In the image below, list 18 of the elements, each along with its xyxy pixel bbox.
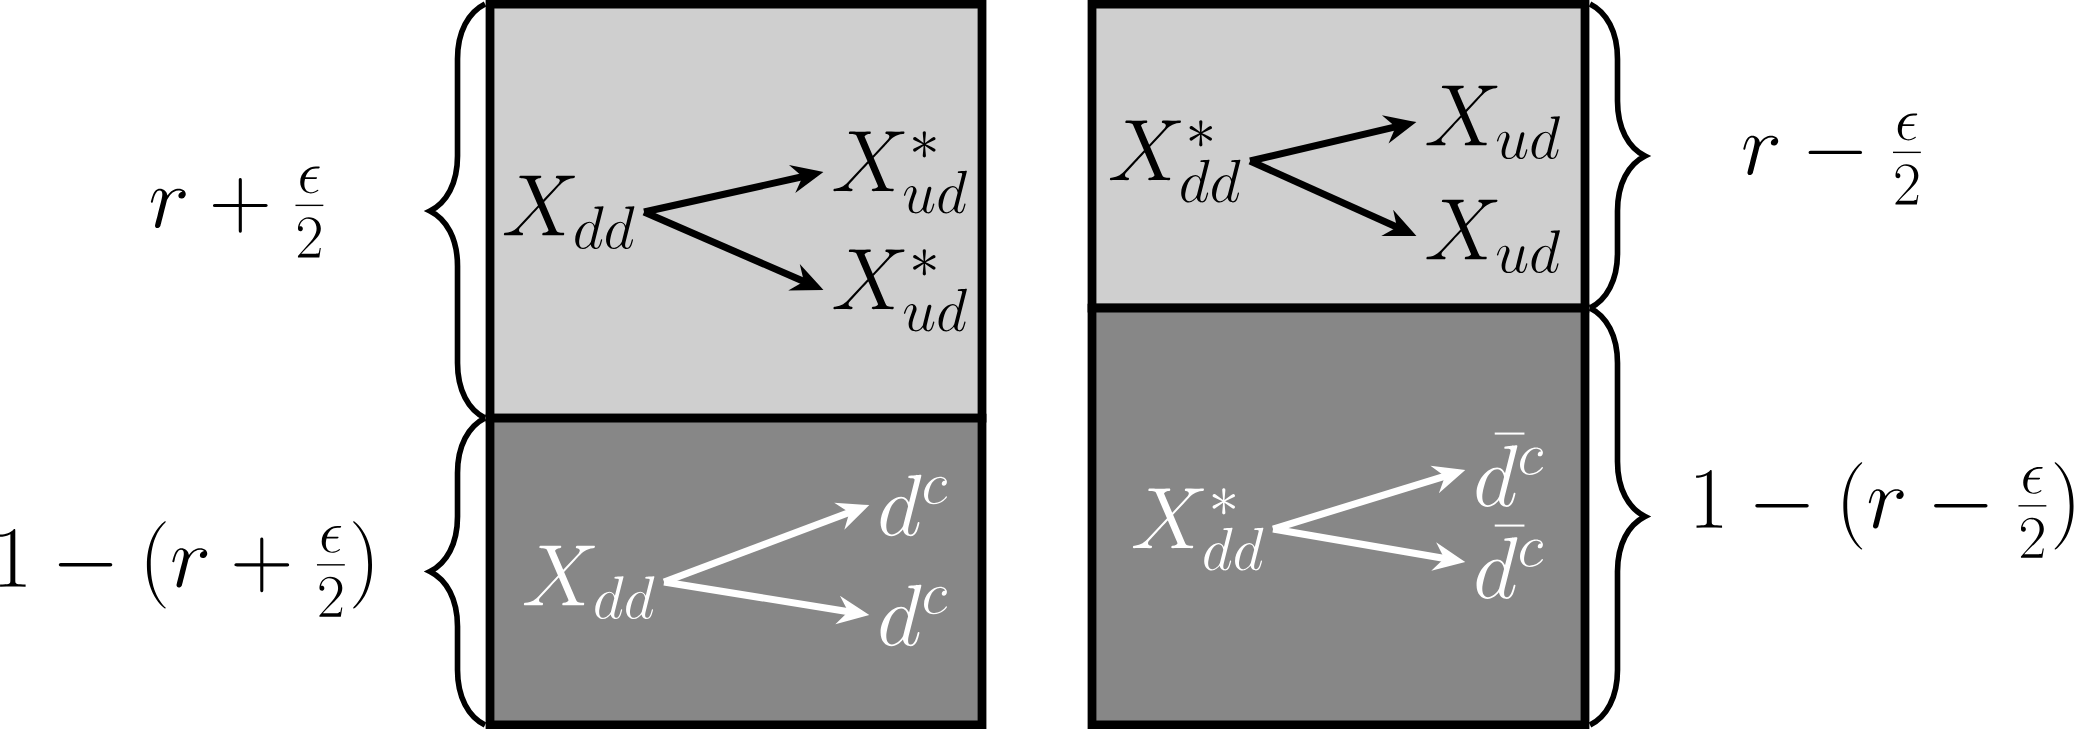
particle-formula: $X_{dd}$ [523, 545, 655, 620]
particle-formula: $X_{dd}$ [503, 175, 635, 250]
particle-formula: $\bar{d}^c$ [1476, 524, 1543, 599]
panel-box [1087, 303, 1590, 729]
particle-formula: $X^*_{ud}$ [833, 249, 967, 332]
probability-label: $r+\frac{\epsilon}{2}$ [150, 166, 324, 258]
probability-label: $1-(r-\frac{\epsilon}{2})$ [1696, 462, 2074, 558]
probability-label: $r-\frac{\epsilon}{2}$ [1743, 113, 1921, 205]
panel-box [485, 413, 987, 729]
particle-formula: $X^*_{ud}$ [833, 131, 967, 214]
particle-formula: $X_{ud}$ [1426, 199, 1560, 274]
particle-formula: $d^c$ [880, 584, 947, 647]
particle-formula: $X^*_{dd}$ [1109, 120, 1241, 203]
particle-formula: $\bar{d}^c$ [1476, 432, 1543, 507]
probability-label: $1-(r+\frac{\epsilon}{2})$ [0, 521, 372, 617]
particle-formula: $X_{ud}$ [1426, 85, 1560, 160]
particle-formula: $X^*_{dd}$ [1132, 488, 1264, 571]
particle-formula: $d^c$ [880, 474, 947, 537]
